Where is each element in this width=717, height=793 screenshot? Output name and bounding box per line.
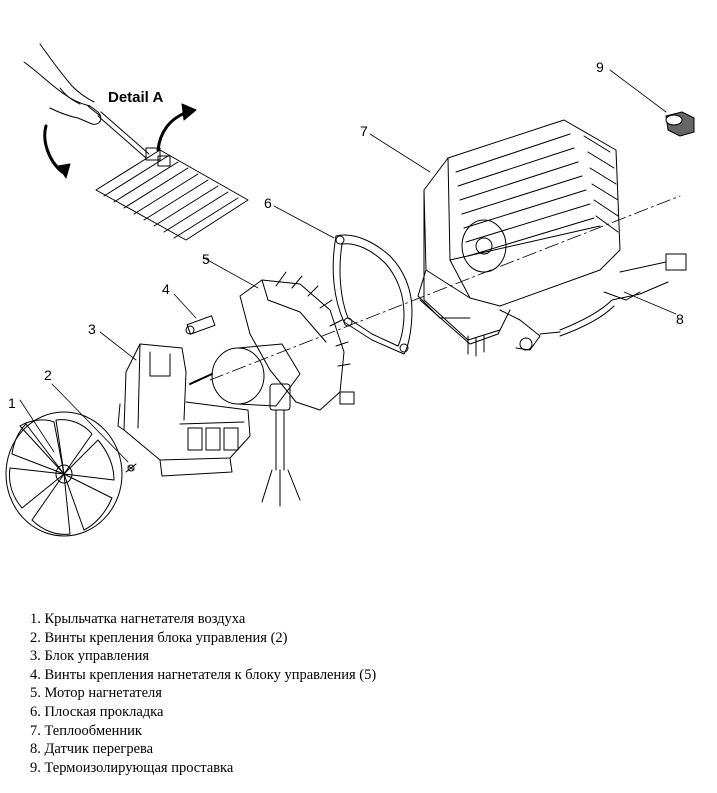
screwdriver	[97, 111, 150, 159]
arrow-down-icon	[43, 124, 64, 174]
callout-9: 9	[596, 59, 604, 75]
leader-1	[19, 399, 55, 453]
legend-item: 9. Термоизолирующая проставка	[30, 759, 234, 776]
control-unit-screws	[51, 383, 137, 473]
legend-item: 3. Блок управления	[30, 648, 150, 665]
callout-1: 1	[8, 395, 16, 411]
detail-a-title: Detail A	[108, 89, 163, 106]
blower-motor	[189, 257, 355, 507]
exploded-diagram: Detail A	[5, 43, 695, 537]
legend-item: 8. Датчик перегрева	[30, 741, 154, 758]
parts-legend: 1. Крыльчатка нагнетателя воздуха 2. Вин…	[30, 610, 376, 777]
legend-item: 7. Теплообменник	[30, 722, 142, 739]
callout-4: 4	[162, 281, 170, 297]
legend-item: 5. Мотор нагнетателя	[30, 685, 162, 702]
callout-7: 7	[360, 123, 368, 139]
callout-numbers: 1 2 3 4 5 6 7 8 9	[8, 59, 684, 411]
callout-5: 5	[202, 251, 210, 267]
heat-exchanger	[369, 119, 621, 357]
callout-2: 2	[44, 367, 52, 383]
legend-item: 4. Винты крепления нагнетателя к блоку у…	[30, 666, 377, 683]
thermal-spacer	[609, 69, 695, 137]
overheat-sensor	[539, 253, 687, 337]
legend-item: 6. Плоская прокладка	[30, 703, 164, 720]
detail-a: Detail A	[23, 43, 249, 241]
assembly-axis	[209, 195, 681, 381]
legend-item: 2. Винты крепления блока управления (2)	[30, 629, 288, 646]
callout-6: 6	[264, 195, 272, 211]
callout-8: 8	[676, 311, 684, 327]
control-unit	[99, 331, 251, 477]
flat-gasket	[273, 205, 413, 355]
blower-screw	[173, 293, 216, 335]
hand-illustration	[23, 43, 102, 125]
detail-fins	[95, 147, 249, 241]
impeller	[5, 399, 123, 537]
callout-3: 3	[88, 321, 96, 337]
legend-item: 1. Крыльчатка нагнетателя воздуха	[30, 611, 246, 627]
